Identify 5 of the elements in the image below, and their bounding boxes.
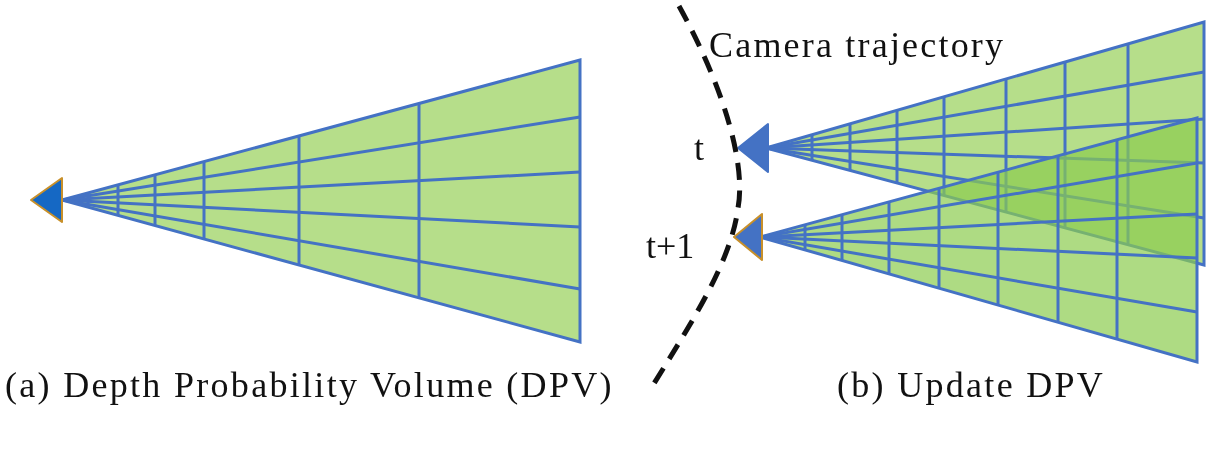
time-label: t+1 [646,228,695,264]
trajectory-label: Camera trajectory [709,27,1006,63]
time-label: t [694,130,704,166]
panel-caption: (b) Update DPV [837,367,1106,403]
panel-caption: (a) Depth Probability Volume (DPV) [5,367,614,403]
